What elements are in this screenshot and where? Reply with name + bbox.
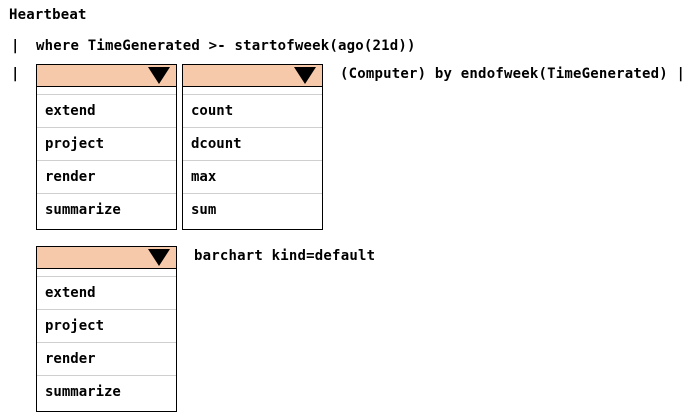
dropdown-spacer — [37, 269, 176, 277]
operator-dropdown-2[interactable]: extend project render summarize — [36, 246, 177, 412]
option-render[interactable]: render — [37, 343, 176, 376]
triangle-down-icon[interactable] — [148, 249, 170, 266]
option-summarize[interactable]: summarize — [45, 202, 121, 218]
render-clause: barchart kind=default — [194, 248, 376, 264]
option-render[interactable]: render — [37, 161, 176, 194]
pipe-symbol: | — [11, 66, 20, 82]
where-clause: where TimeGenerated >- startofweek(ago(2… — [36, 38, 416, 54]
dropdown-selected-value[interactable] — [37, 65, 176, 87]
table-name: Heartbeat — [9, 7, 87, 23]
option-count[interactable]: count — [183, 95, 322, 128]
option-summarize[interactable]: summarize — [45, 384, 121, 400]
option-max[interactable]: max — [183, 161, 322, 194]
option-sum[interactable]: sum — [191, 202, 217, 218]
pipe-symbol: | — [11, 38, 20, 54]
operator-dropdown[interactable]: extend project render summarize — [36, 64, 177, 230]
dropdown-selected-value[interactable] — [37, 247, 176, 269]
dropdown-selected-value[interactable] — [183, 65, 322, 87]
dropdown-spacer — [37, 87, 176, 95]
option-dcount[interactable]: dcount — [183, 128, 322, 161]
option-project[interactable]: project — [37, 128, 176, 161]
dropdown-spacer — [183, 87, 322, 95]
option-project[interactable]: project — [37, 310, 176, 343]
option-extend[interactable]: extend — [37, 95, 176, 128]
by-clause: (Computer) by endofweek(TimeGenerated) | — [340, 66, 686, 82]
triangle-down-icon[interactable] — [294, 67, 316, 84]
option-extend[interactable]: extend — [37, 277, 176, 310]
triangle-down-icon[interactable] — [148, 67, 170, 84]
aggregate-dropdown[interactable]: count dcount max sum — [182, 64, 323, 230]
